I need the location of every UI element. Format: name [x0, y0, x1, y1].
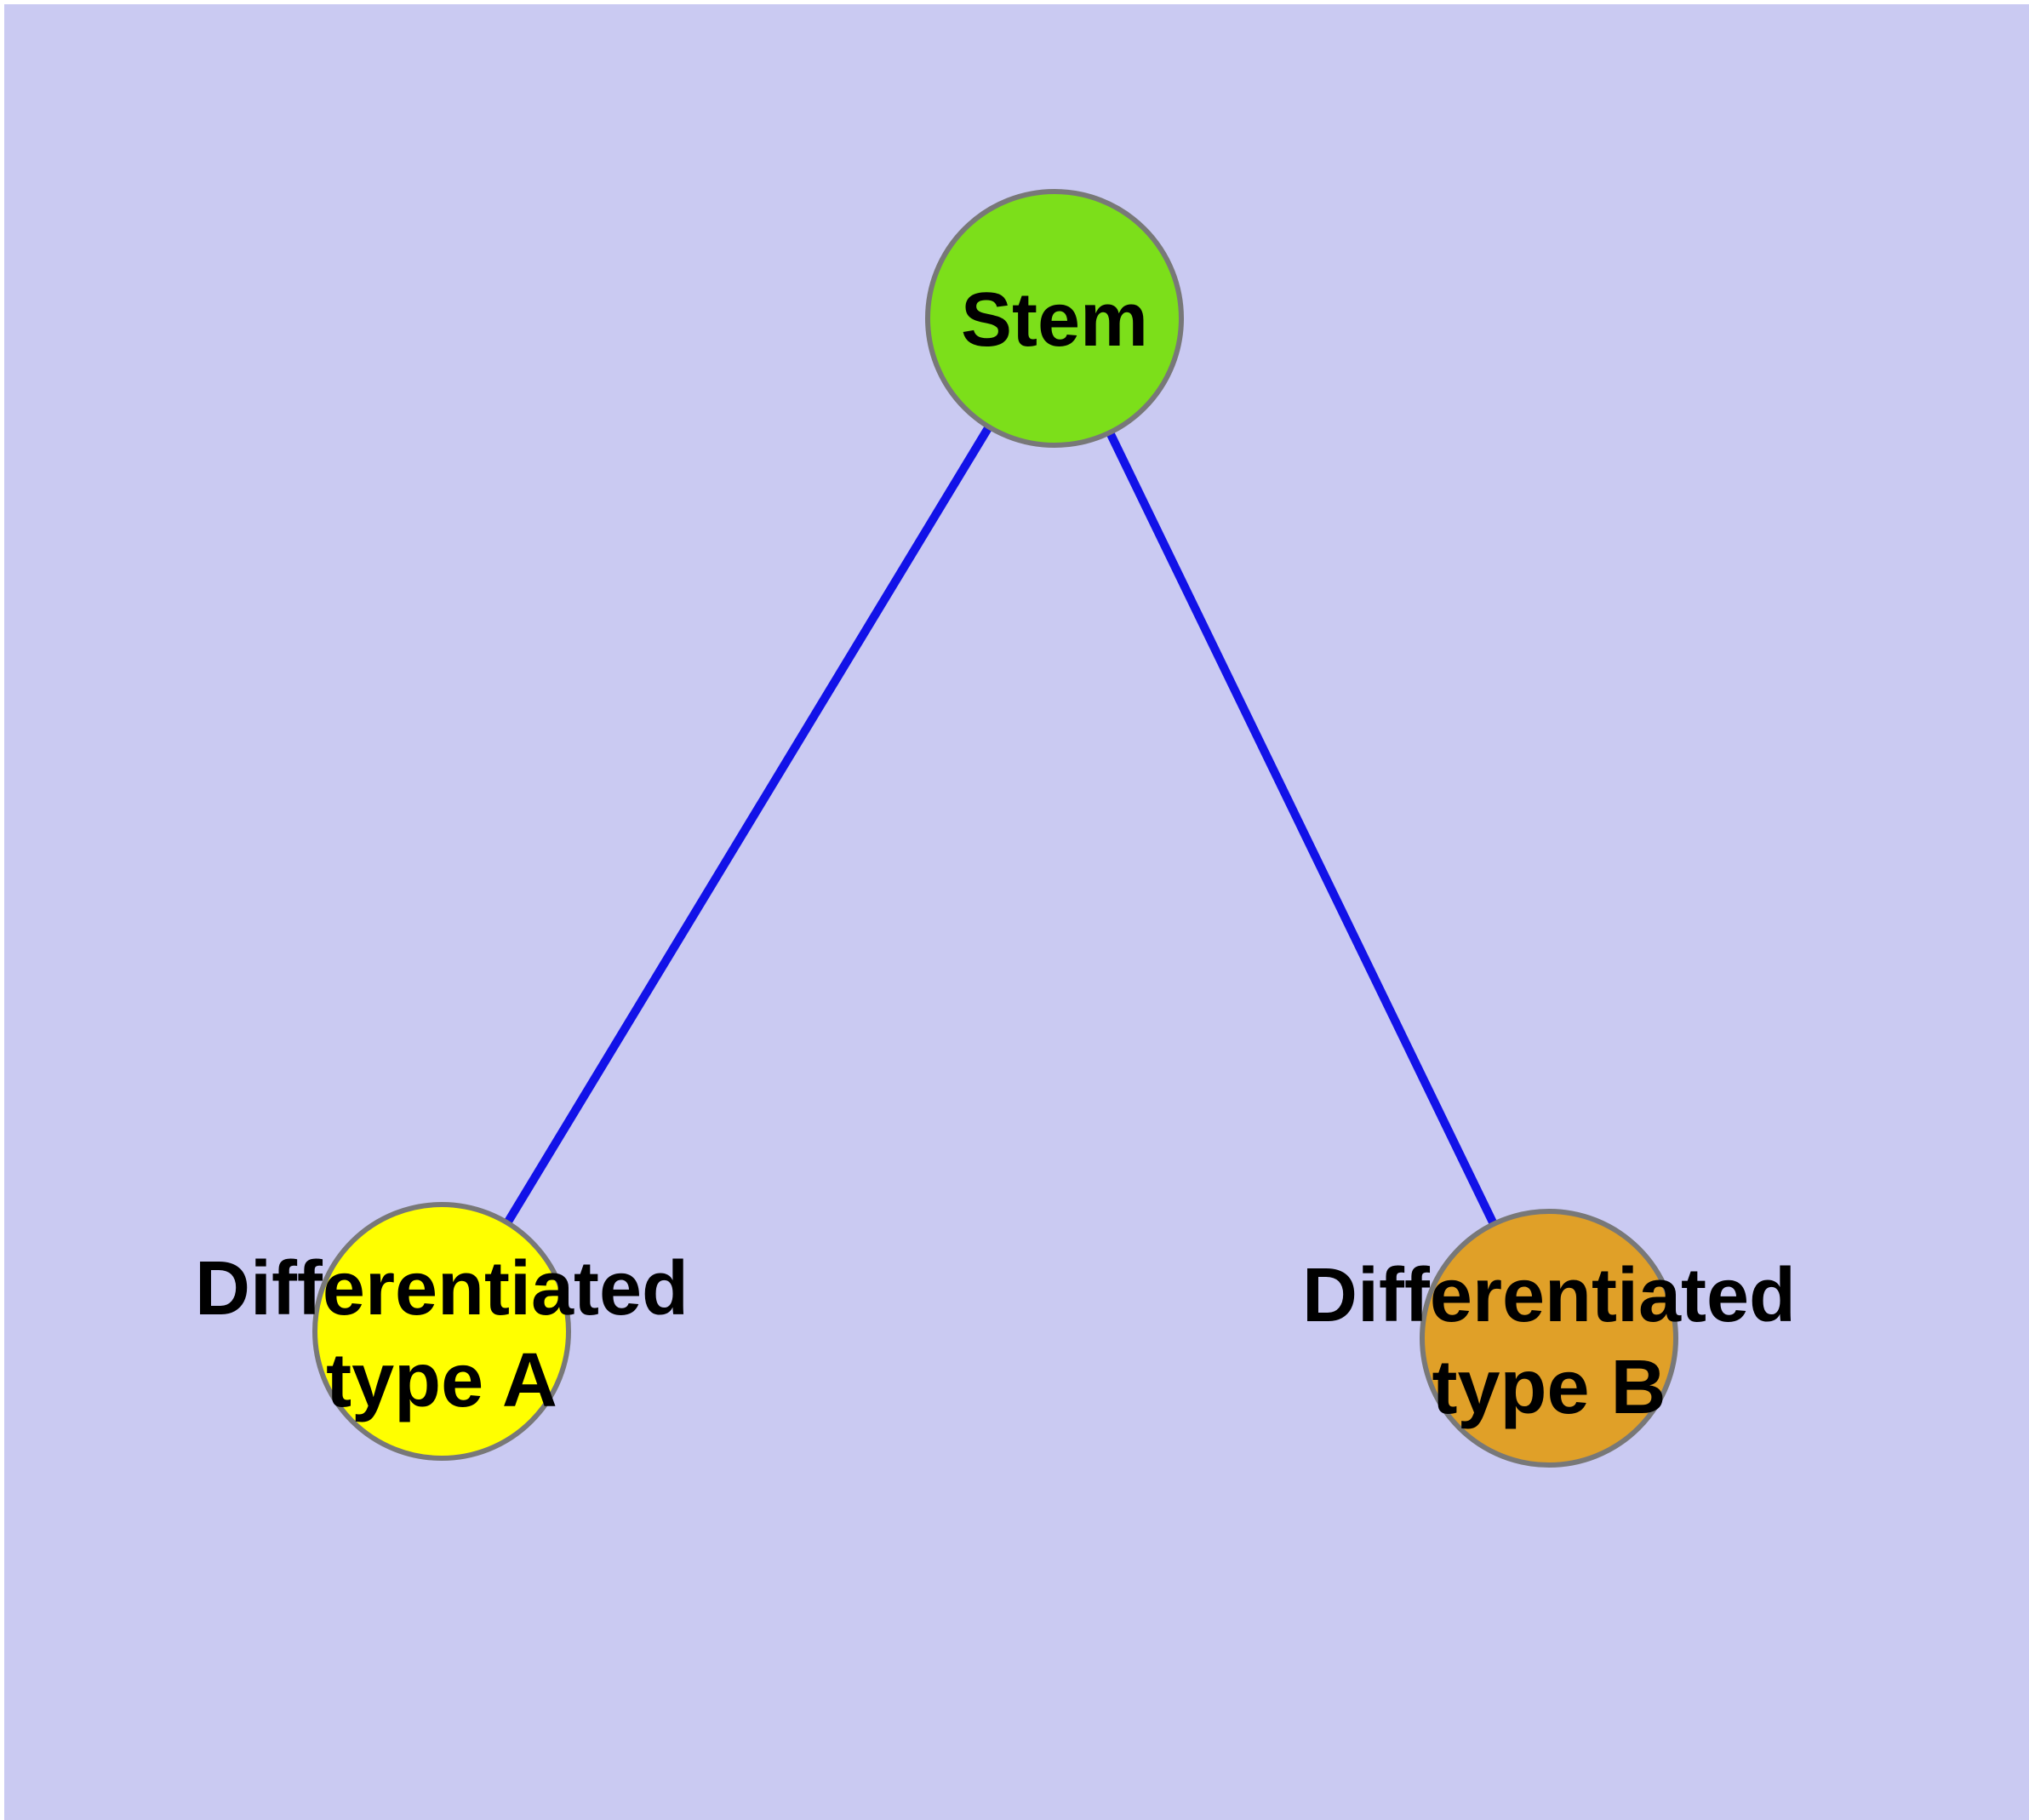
- differentiated-type-a-node: Differentiated type A: [195, 1202, 689, 1461]
- differentiated-type-a-circle: [312, 1202, 571, 1461]
- differentiated-type-b-circle: [1420, 1209, 1678, 1468]
- stem-node: Stem: [925, 189, 1184, 448]
- differentiated-type-b-label-line1: Differentiated: [1302, 1253, 1796, 1338]
- stem-node-circle: [925, 189, 1184, 448]
- differentiated-type-b-label-line2: type B: [1432, 1345, 1666, 1430]
- differentiated-type-b-node: Differentiated type B: [1302, 1209, 1796, 1468]
- differentiated-type-a-label-line1: Differentiated: [195, 1246, 689, 1331]
- stem-node-label: Stem: [961, 278, 1148, 363]
- edge-stem-to-type-b: [1050, 316, 1553, 1341]
- edge-stem-to-type-a: [437, 316, 1059, 1334]
- differentiated-type-a-label-line2: type A: [326, 1338, 557, 1423]
